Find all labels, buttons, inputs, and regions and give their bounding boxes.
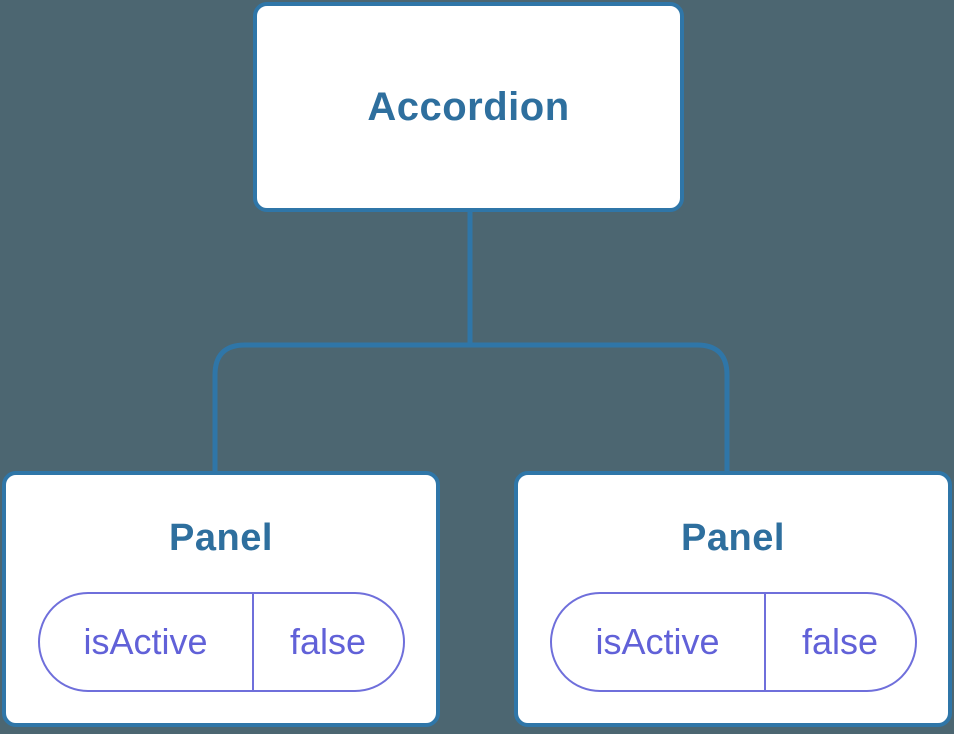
panel-node-left: Panel isActive false (2, 471, 440, 727)
state-pill-key: isActive (552, 594, 766, 690)
panel-node-label: Panel (169, 517, 273, 559)
state-pill-key: isActive (40, 594, 254, 690)
branch-bracket-line (212, 342, 730, 473)
state-pill: isActive false (37, 592, 405, 692)
state-pill-value: false (289, 621, 367, 662)
state-pill-value: false (801, 621, 879, 662)
accordion-node: Accordion (253, 2, 684, 212)
panel-node-label: Panel (681, 517, 785, 559)
panel-node-right: Panel isActive false (514, 471, 952, 727)
state-pill: isActive false (549, 592, 917, 692)
accordion-node-label: Accordion (367, 84, 570, 129)
